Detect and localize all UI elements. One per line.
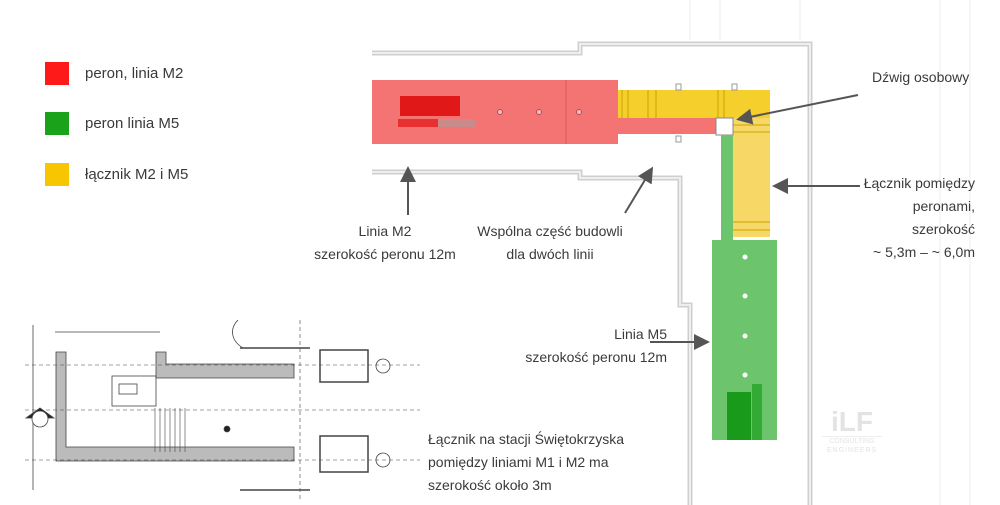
legend-item-connector: łącznik M2 i M5 [45, 163, 188, 186]
text-line: pomiędzy liniami M1 i M2 ma [428, 454, 609, 470]
ilf-logo: iLF CONSULTING ENGINEERS [822, 408, 882, 455]
legend-swatch-yellow [45, 163, 69, 186]
connector-passage [618, 83, 770, 237]
text-line: Łącznik pomiędzy [863, 175, 975, 191]
logo-mark: iLF [831, 406, 873, 437]
text-line: Łącznik na stacji Świętokrzyska [428, 431, 625, 447]
legend-item-m5: peron linia M5 [45, 112, 179, 135]
logo-sub: CONSULTING [822, 436, 882, 446]
text-line: ~ 5,3m – ~ 6,0m [873, 244, 975, 260]
elevator-shaft [715, 117, 734, 136]
text-line: Wspólna część budowli [477, 223, 623, 239]
label-swietokrzyska: Łącznik na stacji Świętokrzyska pomiędzy… [428, 428, 624, 497]
background-grid [689, 0, 971, 505]
swietokrzyska-plan [24, 319, 420, 500]
legend-label: peron linia M5 [85, 115, 180, 132]
legend-label: łącznik M2 i M5 [85, 166, 189, 183]
annotation-arrows [400, 94, 860, 350]
text-line: szerokość około 3m [428, 477, 552, 493]
text-line: szerokość peronu 12m [525, 349, 667, 365]
text-line: szerokość peronu 12m [314, 246, 456, 262]
m2-platform [372, 80, 716, 144]
label-line-m5: Linia M5 szerokość peronu 12m [525, 323, 667, 369]
label-connector: Łącznik pomiędzy peronami, szerokość ~ 5… [864, 172, 975, 264]
text-line: peronami, [912, 198, 975, 214]
legend-item-m2: peron, linia M2 [45, 62, 183, 85]
label-elevator: Dźwig osobowy [872, 69, 970, 85]
text-line: dla dwóch linii [506, 246, 594, 262]
label-shared-structure: Wspólna część budowli dla dwóch linii [470, 220, 630, 266]
logo-sub: ENGINEERS [826, 447, 878, 454]
text-line: Linia M2 [358, 223, 412, 239]
legend-swatch-red [45, 62, 69, 85]
legend-label: peron, linia M2 [85, 65, 184, 82]
text-line: Linia M5 [614, 326, 667, 342]
label-line-m2: Linia M2 szerokość peronu 12m [310, 220, 460, 266]
m5-platform [712, 135, 777, 440]
legend-swatch-green [45, 112, 69, 135]
text-line: szerokość [911, 221, 975, 237]
